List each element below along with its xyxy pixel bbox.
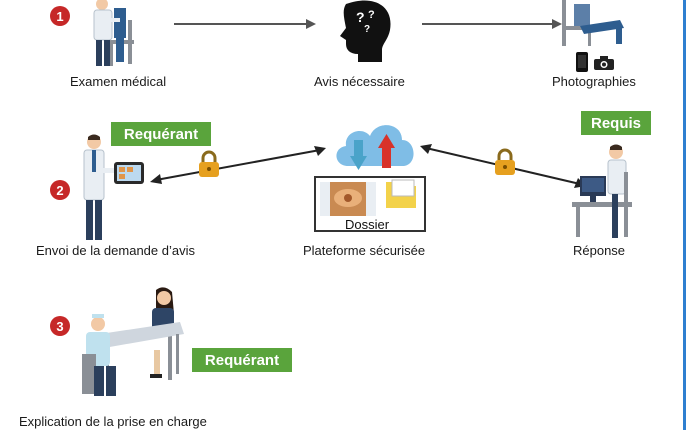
requester-tag-top: Requérant — [111, 122, 211, 146]
svg-text:?: ? — [356, 9, 365, 25]
response-label: Réponse — [573, 243, 626, 258]
svg-text:?: ? — [368, 9, 375, 21]
request-sent-label: Envoi de la demande d’avis — [36, 243, 195, 258]
padlock-icon — [495, 148, 515, 175]
requester-tag-bottom: Requérant — [192, 348, 292, 372]
padlock-icon — [199, 150, 219, 177]
flow-arrow-exam-to-opinion — [174, 19, 316, 29]
doctor-at-computer-icon — [572, 144, 632, 238]
dossier-box — [314, 176, 426, 232]
opinion-needed-label: Avis nécessaire — [314, 74, 405, 89]
camera-icon — [594, 56, 614, 70]
photos-label: Photographies — [552, 74, 636, 89]
question-mark-head-icon: ? ? ? — [340, 0, 391, 63]
platform-label: Plateforme sécurisée — [303, 243, 426, 258]
exam-label: Examen médical — [70, 74, 167, 89]
consultation-meeting-icon — [82, 287, 184, 396]
doctor-examining-patient-icon — [93, 0, 134, 66]
explanation-label: Explication de la prise en charge — [19, 414, 207, 429]
step-2-badge: 2 — [50, 180, 70, 200]
secure-link-arrow-left — [150, 146, 326, 184]
svg-text:?: ? — [364, 24, 370, 35]
requested-tag: Requis — [581, 111, 651, 135]
dossier-label: Dossier — [345, 217, 390, 232]
seated-patient-icon — [562, 0, 624, 46]
flow-arrow-opinion-to-photos — [422, 19, 562, 29]
step-3-badge: 3 — [50, 316, 70, 336]
step-1-badge: 1 — [50, 6, 70, 26]
cloud-upload-download-icon — [336, 125, 414, 170]
smartphone-icon — [576, 52, 588, 72]
frame-border — [683, 0, 686, 430]
doctor-with-tablet-icon — [83, 134, 144, 240]
